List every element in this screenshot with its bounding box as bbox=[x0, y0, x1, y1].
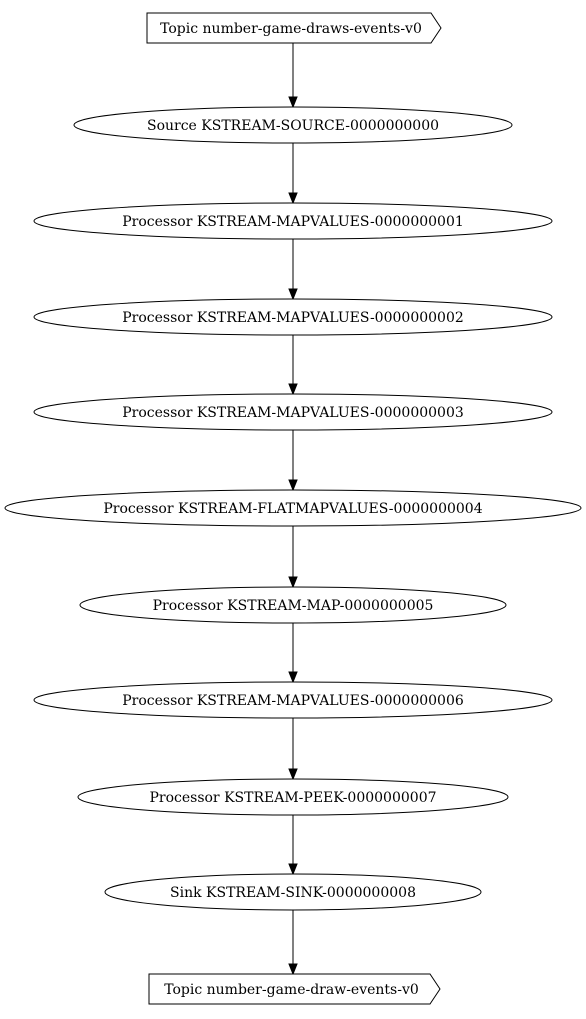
edges-layer bbox=[288, 43, 298, 976]
node-topic-in: Topic number-game-draws-events-v0 bbox=[146, 12, 442, 44]
topic-shape bbox=[146, 12, 442, 44]
node-label: Processor KSTREAM-MAPVALUES-0000000006 bbox=[122, 693, 464, 709]
node-label: Processor KSTREAM-MAP-0000000005 bbox=[153, 598, 434, 614]
node-sink: Sink KSTREAM-SINK-0000000008 bbox=[104, 873, 482, 911]
node-proc-5: Processor KSTREAM-MAP-0000000005 bbox=[79, 586, 507, 624]
node-label: Topic number-game-draws-events-v0 bbox=[160, 21, 422, 37]
node-ellipse bbox=[104, 873, 482, 911]
arrowhead-icon bbox=[288, 576, 298, 589]
edge-arrow bbox=[288, 623, 298, 684]
node-label: Processor KSTREAM-MAPVALUES-0000000002 bbox=[122, 310, 464, 326]
node-ellipse bbox=[33, 681, 553, 719]
node-proc-3: Processor KSTREAM-MAPVALUES-0000000003 bbox=[33, 393, 553, 431]
node-topic-out: Topic number-game-draw-events-v0 bbox=[148, 973, 441, 1005]
node-ellipse bbox=[73, 106, 513, 144]
node-ellipse bbox=[33, 202, 553, 240]
arrowhead-icon bbox=[288, 863, 298, 876]
arrowhead-icon bbox=[288, 671, 298, 684]
arrowhead-icon bbox=[288, 192, 298, 205]
node-label: Processor KSTREAM-MAPVALUES-0000000003 bbox=[122, 405, 464, 421]
node-label: Processor KSTREAM-FLATMAPVALUES-00000000… bbox=[103, 501, 482, 517]
node-label: Source KSTREAM-SOURCE-0000000000 bbox=[147, 118, 439, 134]
node-source: Source KSTREAM-SOURCE-0000000000 bbox=[73, 106, 513, 144]
arrowhead-icon bbox=[288, 768, 298, 781]
edge-arrow bbox=[288, 430, 298, 492]
node-proc-4: Processor KSTREAM-FLATMAPVALUES-00000000… bbox=[4, 489, 582, 527]
nodes-layer: Topic number-game-draws-events-v0Source … bbox=[4, 12, 582, 1005]
node-proc-2: Processor KSTREAM-MAPVALUES-0000000002 bbox=[33, 298, 553, 336]
edge-arrow bbox=[288, 43, 298, 109]
node-proc-6: Processor KSTREAM-MAPVALUES-0000000006 bbox=[33, 681, 553, 719]
arrowhead-icon bbox=[288, 288, 298, 301]
node-ellipse bbox=[4, 489, 582, 527]
node-proc-7: Processor KSTREAM-PEEK-0000000007 bbox=[77, 778, 509, 816]
edge-arrow bbox=[288, 335, 298, 396]
node-label: Topic number-game-draw-events-v0 bbox=[164, 982, 419, 998]
arrowhead-icon bbox=[288, 479, 298, 492]
node-ellipse bbox=[33, 393, 553, 431]
arrowhead-icon bbox=[288, 963, 298, 976]
node-ellipse bbox=[77, 778, 509, 816]
edge-arrow bbox=[288, 239, 298, 301]
arrowhead-icon bbox=[288, 383, 298, 396]
edge-arrow bbox=[288, 526, 298, 589]
arrowhead-icon bbox=[288, 96, 298, 109]
node-label: Processor KSTREAM-MAPVALUES-0000000001 bbox=[122, 214, 464, 230]
node-ellipse bbox=[33, 298, 553, 336]
edge-arrow bbox=[288, 815, 298, 876]
edge-arrow bbox=[288, 718, 298, 781]
edge-arrow bbox=[288, 143, 298, 205]
node-proc-1: Processor KSTREAM-MAPVALUES-0000000001 bbox=[33, 202, 553, 240]
node-ellipse bbox=[79, 586, 507, 624]
topic-shape bbox=[148, 973, 441, 1005]
node-label: Sink KSTREAM-SINK-0000000008 bbox=[170, 885, 416, 901]
node-label: Processor KSTREAM-PEEK-0000000007 bbox=[149, 790, 436, 806]
edge-arrow bbox=[288, 910, 298, 976]
